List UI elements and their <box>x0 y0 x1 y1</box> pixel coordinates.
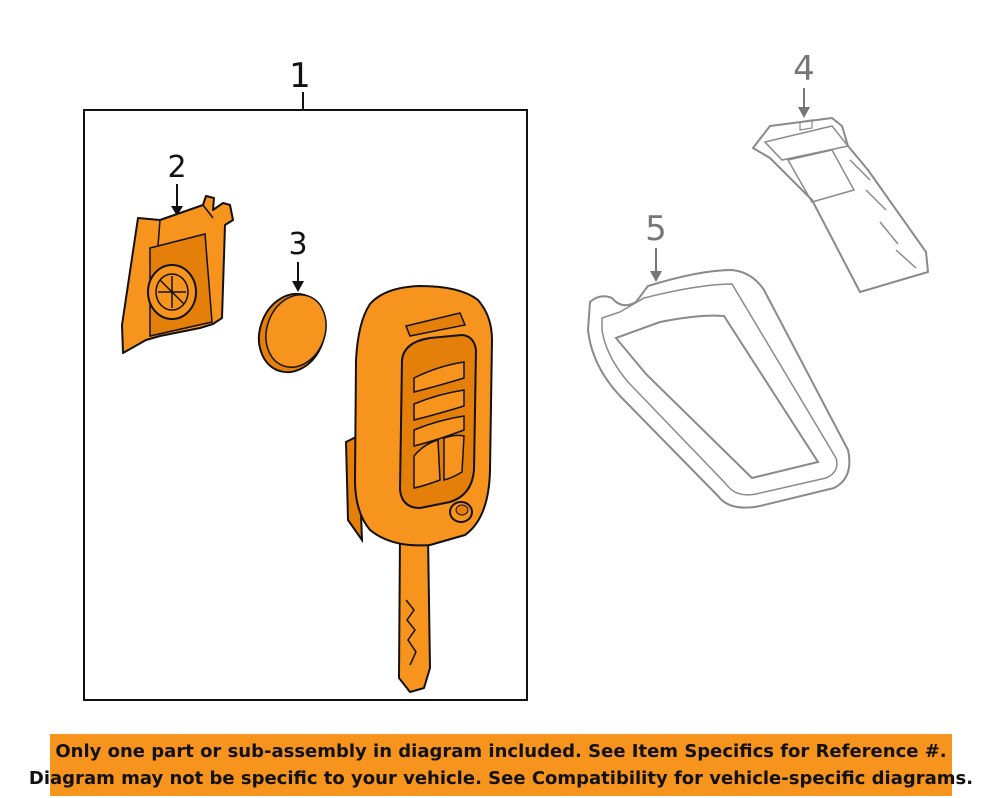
callout-4: 4 <box>793 49 815 118</box>
callout-5: 5 <box>645 209 667 282</box>
flip-key-transmitter-part <box>344 285 493 693</box>
callout-4-label: 4 <box>793 49 815 89</box>
disclaimer-line-1: Only one part or sub-assembly in diagram… <box>55 741 947 762</box>
key-housing-cover-part <box>121 195 234 354</box>
assembly-box <box>83 109 528 701</box>
callout-3-label: 3 <box>288 227 307 262</box>
remote-pocket-part <box>587 269 851 509</box>
callout-2-label: 2 <box>167 150 186 185</box>
callout-5-label: 5 <box>645 209 667 249</box>
receiver-module-part <box>752 117 929 293</box>
callout-1: 1 <box>289 56 311 110</box>
callout-1-label: 1 <box>289 56 311 96</box>
callout-3: 3 <box>288 227 308 292</box>
callout-2: 2 <box>167 150 187 216</box>
disclaimer-line-2: Diagram may not be specific to your vehi… <box>28 768 974 789</box>
battery-part <box>257 292 327 374</box>
disclaimer-banner: Only one part or sub-assembly in diagram… <box>29 734 973 796</box>
